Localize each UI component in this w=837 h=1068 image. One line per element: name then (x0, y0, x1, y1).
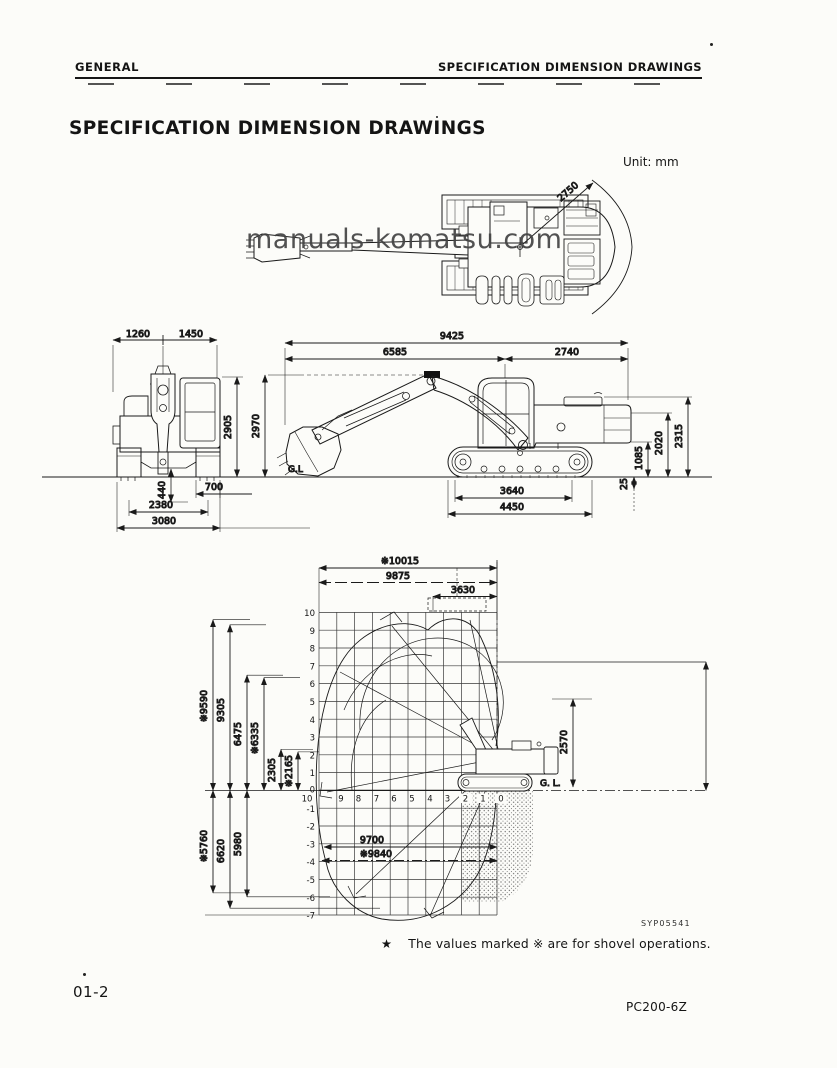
dim-min-dump-height-shovel: ※2165 (284, 755, 295, 787)
y-axis-label: 8 (310, 645, 315, 655)
dim-max-reach-shovel: ※10015 (381, 556, 419, 567)
header-rule-shadow (88, 83, 688, 85)
dim-shoe-width: 700 (205, 482, 223, 493)
ground-line-label-side: G.L (288, 465, 303, 475)
dim-ground-clearance: 440 (157, 481, 168, 499)
dim-depth-shovel: ※5760 (199, 830, 210, 862)
x-axis-label: 1 (480, 795, 485, 805)
x-axis-label: 10 (302, 795, 313, 805)
y-axis-label: -6 (307, 894, 315, 904)
dim-track-overall-length: 4450 (500, 502, 524, 513)
page-number: 01-2 (73, 983, 110, 1001)
page-title: SPECIFICATION DIMENSION DRAWINGS (69, 118, 486, 139)
dim-rear-body-height: 2020 (654, 431, 665, 455)
dim-counterweight-clearance: 1085 (634, 446, 645, 470)
watermark-text: manuals-komatsu.com (246, 224, 563, 255)
y-axis-label: 7 (310, 662, 315, 672)
x-axis-label: 8 (356, 795, 361, 805)
dim-min-swing-radius: 3630 (451, 585, 475, 596)
dim-right-height: 2570 (559, 730, 570, 754)
dim-dump-height: 6475 (233, 722, 244, 746)
dim-cab-height: 2905 (223, 415, 234, 439)
star-icon: ★ (381, 937, 393, 951)
shovel-note-text: The values marked ※ are for shovel opera… (408, 937, 711, 951)
y-axis-label: -7 (307, 912, 315, 922)
y-axis-label: -2 (307, 823, 315, 833)
header-chapter-label: SPECIFICATION DIMENSION DRAWINGS (437, 60, 702, 74)
x-axis-label: 7 (374, 795, 379, 805)
x-axis-label: 3 (445, 795, 450, 805)
x-axis-label: 0 (498, 795, 503, 805)
y-axis-label: 6 (310, 680, 315, 690)
dim-max-height: 9305 (216, 698, 227, 722)
y-axis-label: -4 (307, 858, 315, 868)
model-code: PC200-6Z (626, 1000, 688, 1014)
x-axis-label: 4 (427, 795, 432, 805)
dim-upper-right-width: 1450 (179, 329, 203, 340)
x-axis-label: 6 (391, 795, 396, 805)
dim-max-reach: 9875 (386, 571, 410, 582)
dim-rear-length: 2740 (555, 347, 579, 358)
dim-grouser-height: 25 (619, 478, 630, 490)
working-range-chart: ※10015 9875 3630 ※9590 9305 6475 ※6335 2… (199, 556, 709, 922)
y-axis-label: -1 (307, 805, 315, 815)
unit-label: Unit: mm (623, 155, 679, 169)
dim-track-on-ground: 3640 (500, 486, 524, 497)
front-view-drawing: 1260 1450 (112, 329, 424, 532)
scan-speck (436, 116, 438, 118)
dim-hood-height: 2315 (674, 424, 685, 448)
dim-front-length: 6585 (383, 347, 407, 358)
shovel-note: ★ The values marked ※ are for shovel oper… (381, 937, 711, 951)
dim-reach-at-ground: 9700 (360, 835, 384, 846)
y-axis-label: -3 (307, 840, 315, 850)
dim-reach-at-ground-shovel: ※9840 (360, 849, 392, 860)
ground-line-label-chart: G. L. (540, 779, 561, 789)
scan-speck (710, 43, 713, 46)
dim-overall-width: 3080 (152, 516, 176, 527)
y-axis-label: 3 (310, 734, 315, 744)
y-axis-label: -5 (307, 876, 315, 886)
scan-speck (83, 973, 86, 976)
y-axis-label: 0 (310, 786, 315, 796)
x-axis-label: 2 (463, 795, 468, 805)
y-axis-label: 1 (310, 769, 315, 779)
y-axis-label: 5 (310, 698, 315, 708)
side-view-drawing: 9425 6585 2740 (276, 331, 692, 518)
dim-upper-left-width: 1260 (126, 329, 150, 340)
header-rule (75, 77, 702, 80)
dimension-drawings: 2750 1260 1450 (42, 180, 712, 922)
y-axis-label: 9 (310, 627, 315, 637)
y-axis-label: 2 (310, 751, 315, 761)
dim-boom-top-height: 2970 (251, 414, 262, 438)
dim-track-gauge: 2380 (149, 500, 173, 511)
y-axis-label: 4 (310, 716, 315, 726)
dim-min-dump-height: 2305 (267, 758, 278, 782)
dim-max-depth: 6620 (216, 839, 227, 863)
figure-code: SYP05541 (641, 919, 691, 928)
dim-max-height-shovel: ※9590 (199, 690, 210, 722)
x-axis-label: 5 (409, 795, 414, 805)
header-section-label: GENERAL (75, 60, 140, 74)
dim-overall-length: 9425 (440, 331, 464, 342)
dim-vertical-wall-depth: 5980 (233, 832, 244, 856)
dim-dump-height-shovel: ※6335 (250, 722, 261, 754)
x-axis-label: 9 (338, 795, 343, 805)
y-axis-label: 10 (304, 609, 315, 619)
